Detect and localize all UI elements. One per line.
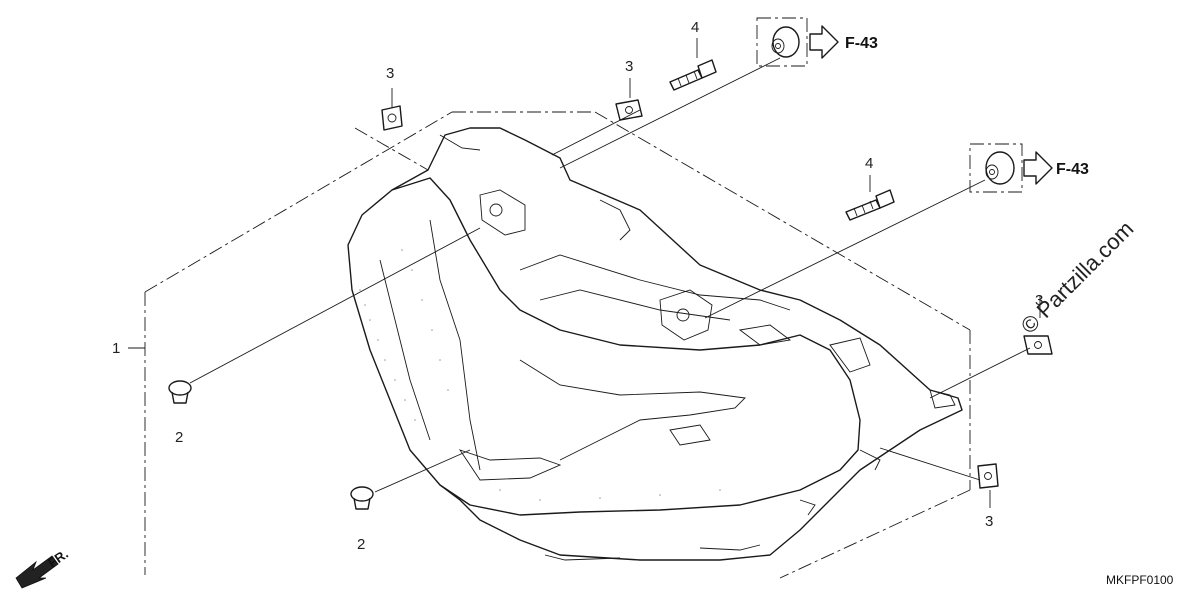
callout-part-2-left: 2 [175,429,183,446]
lens-shading [359,249,721,501]
reference-label-lower: F-43 [1056,161,1089,178]
grommet-bottom [350,486,374,510]
clip-nut-right-lower [977,463,999,489]
callout-part-3-topleft: 3 [386,65,394,82]
headlight-housing [347,127,963,561]
screw-mid [845,189,895,221]
callout-part-3-top: 3 [625,58,633,75]
rubber-mount-lower [969,143,1023,193]
diagram-code: MKFPF0100 [1106,573,1174,587]
callout-part-4-mid: 4 [865,155,873,172]
clip-nut-right-upper [1023,335,1053,355]
callout-part-2-bottom: 2 [357,536,365,553]
grommet-left [168,380,192,404]
assembly-boundary [144,111,971,579]
screw-top [669,59,717,91]
callout-part-3-right-upper: 3 [1035,292,1043,309]
callout-part-1: 1 [112,340,120,357]
clip-nut-topleft [381,105,403,131]
leader-lines [128,38,1041,508]
callout-part-3-right-lower: 3 [985,513,993,530]
reference-arrow-icon [809,25,839,59]
callout-part-4-top: 4 [691,19,699,36]
watermark: © Partzilla.com [1016,216,1139,339]
reference-label-upper: F-43 [845,35,878,52]
reference-arrow-icon [1023,151,1053,185]
clip-nut-top [615,99,643,121]
front-direction-arrow-icon [15,555,59,589]
rubber-mount-upper [756,17,808,67]
